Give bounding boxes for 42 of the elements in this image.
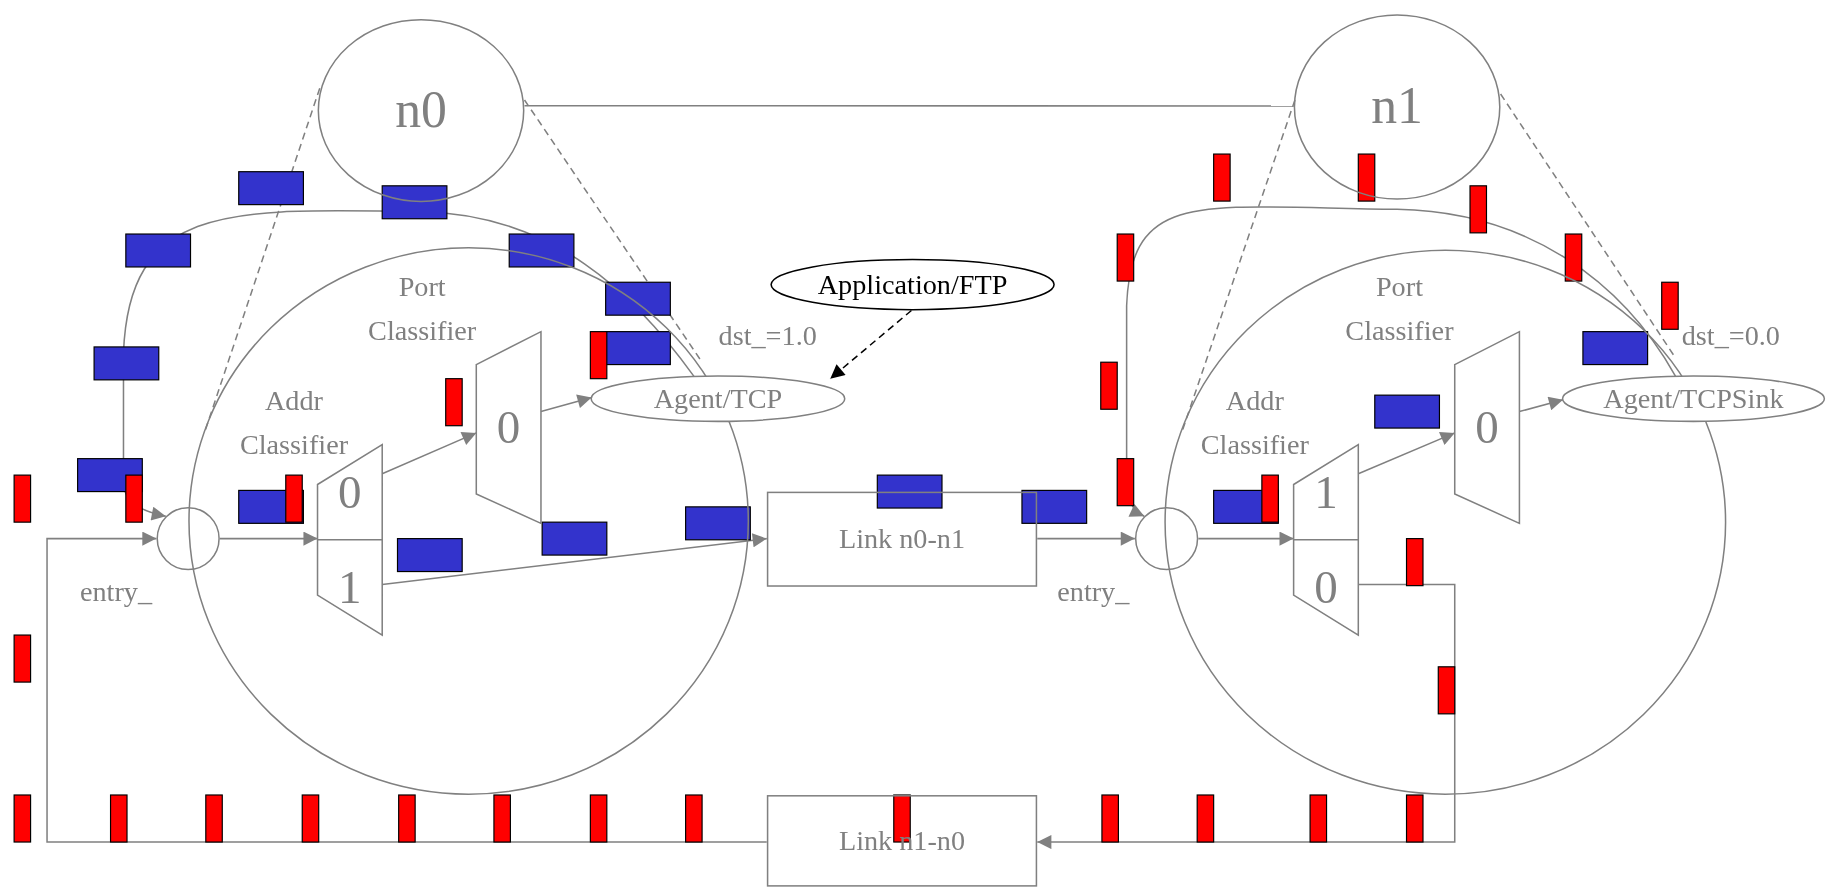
entry-circle [1134,506,1199,571]
classifier-heading: Addr Classifier [238,384,350,462]
entry-circle [156,506,220,571]
arrow [1197,531,1295,546]
agent-ellipse [590,375,846,423]
arrow [381,533,768,586]
slot-number: 0 [338,464,362,520]
link-box [766,491,1038,587]
arrow [381,432,478,475]
classifier-heading: Port Classifier [367,270,478,348]
slot-number: 1 [338,559,362,616]
slot-number: 1 [1314,464,1338,520]
node-label: Agent/TCPSink [1603,383,1784,415]
application-ellipse [770,258,1055,311]
caption-label: dst_=1.0 [718,321,817,350]
caption-label: entry_ [1057,577,1130,606]
arrow [1518,396,1564,413]
caption-label: dst_=0.0 [1681,321,1780,350]
classifier-heading: Port Classifier [1344,270,1455,348]
link-box [766,795,1038,887]
arrow [219,531,319,546]
node-circle [317,18,525,203]
agent-ellipse [1561,375,1826,423]
caption-label: entry_ [79,577,153,606]
slot-number: 0 [1314,559,1338,616]
node-label: n1 [1371,78,1423,136]
slot-number: 0 [496,400,521,456]
arrow [46,531,768,843]
arrow [829,309,913,380]
slot-number: 0 [1475,400,1499,456]
dashed-line [204,87,321,431]
connector-line [523,104,1295,107]
arrow [540,394,593,413]
arrow [1036,531,1136,546]
node-label: Agent/TCP [653,383,783,415]
node-label: n0 [395,82,447,139]
node-label: Link n1-n0 [838,825,966,857]
arrow [1357,431,1456,475]
node-label: Link n0-n1 [838,523,966,555]
node-label: Application/FTP [817,269,1008,301]
node-circle [1293,14,1501,200]
classifier-heading: Addr Classifier [1199,384,1310,462]
